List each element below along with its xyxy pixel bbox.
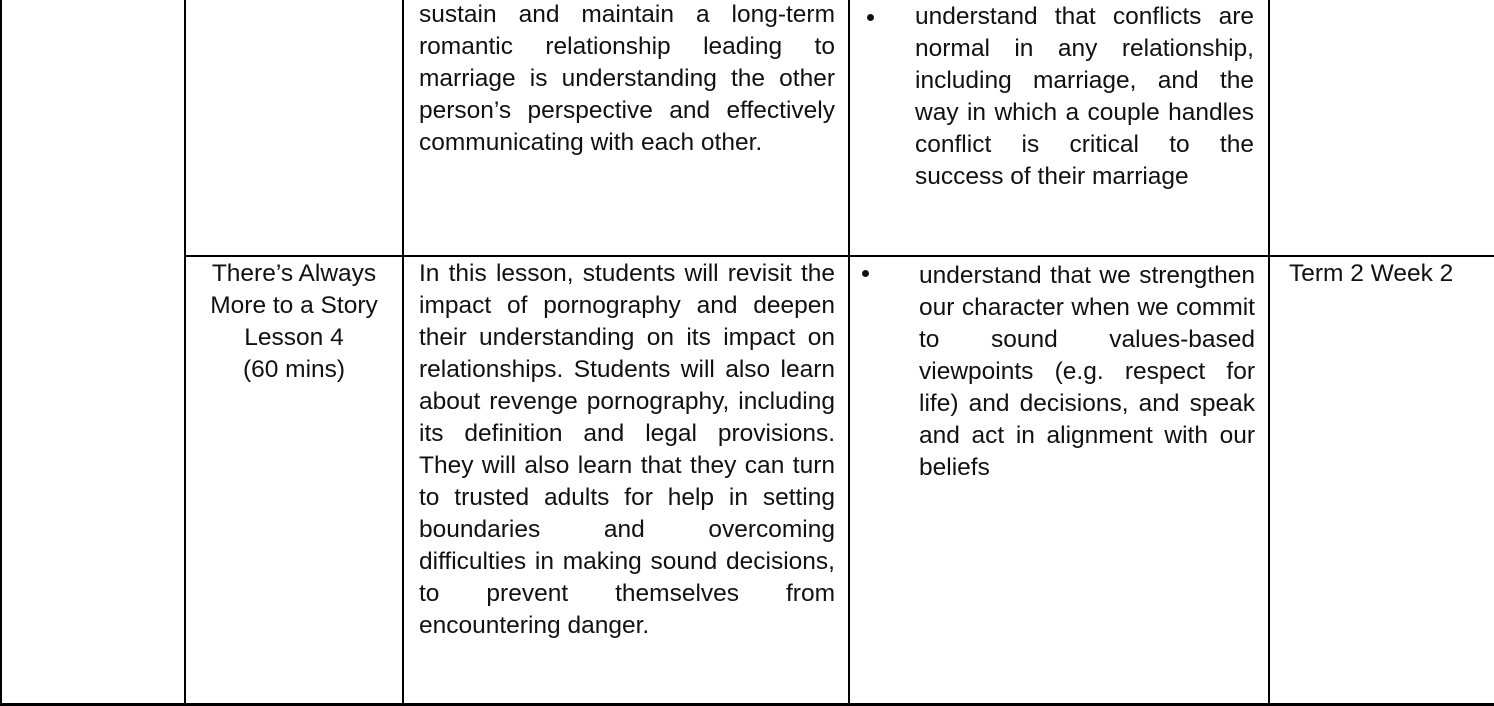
table-border-bottom (0, 703, 1494, 706)
lesson-title-cell: There’s Always More to a Story Lesson 4 … (190, 258, 398, 386)
lesson-description-cell: sustain and maintain a long-term romanti… (419, 1, 835, 156)
table-column-divider (848, 0, 850, 706)
table-column-divider (1268, 0, 1270, 706)
learning-outcome-cell: understand that conflicts are normal in … (915, 3, 1254, 190)
lesson-duration: (60 mins) (242, 356, 346, 383)
lesson-number: Lesson 4 (244, 324, 344, 351)
table-border-left (0, 0, 2, 706)
table-column-divider (184, 0, 186, 706)
learning-outcome-cell: understand that we strengthen our charac… (919, 262, 1255, 481)
lesson-title: There’s Always More to a Story (210, 260, 378, 319)
bullet-icon (862, 270, 869, 277)
table-column-divider (402, 0, 404, 706)
lesson-timing-cell: Term 2 Week 2 (1289, 260, 1454, 287)
bullet-icon (867, 14, 874, 21)
lesson-description-cell: In this lesson, students will revisit th… (419, 260, 835, 639)
table-row-divider (184, 255, 1494, 257)
